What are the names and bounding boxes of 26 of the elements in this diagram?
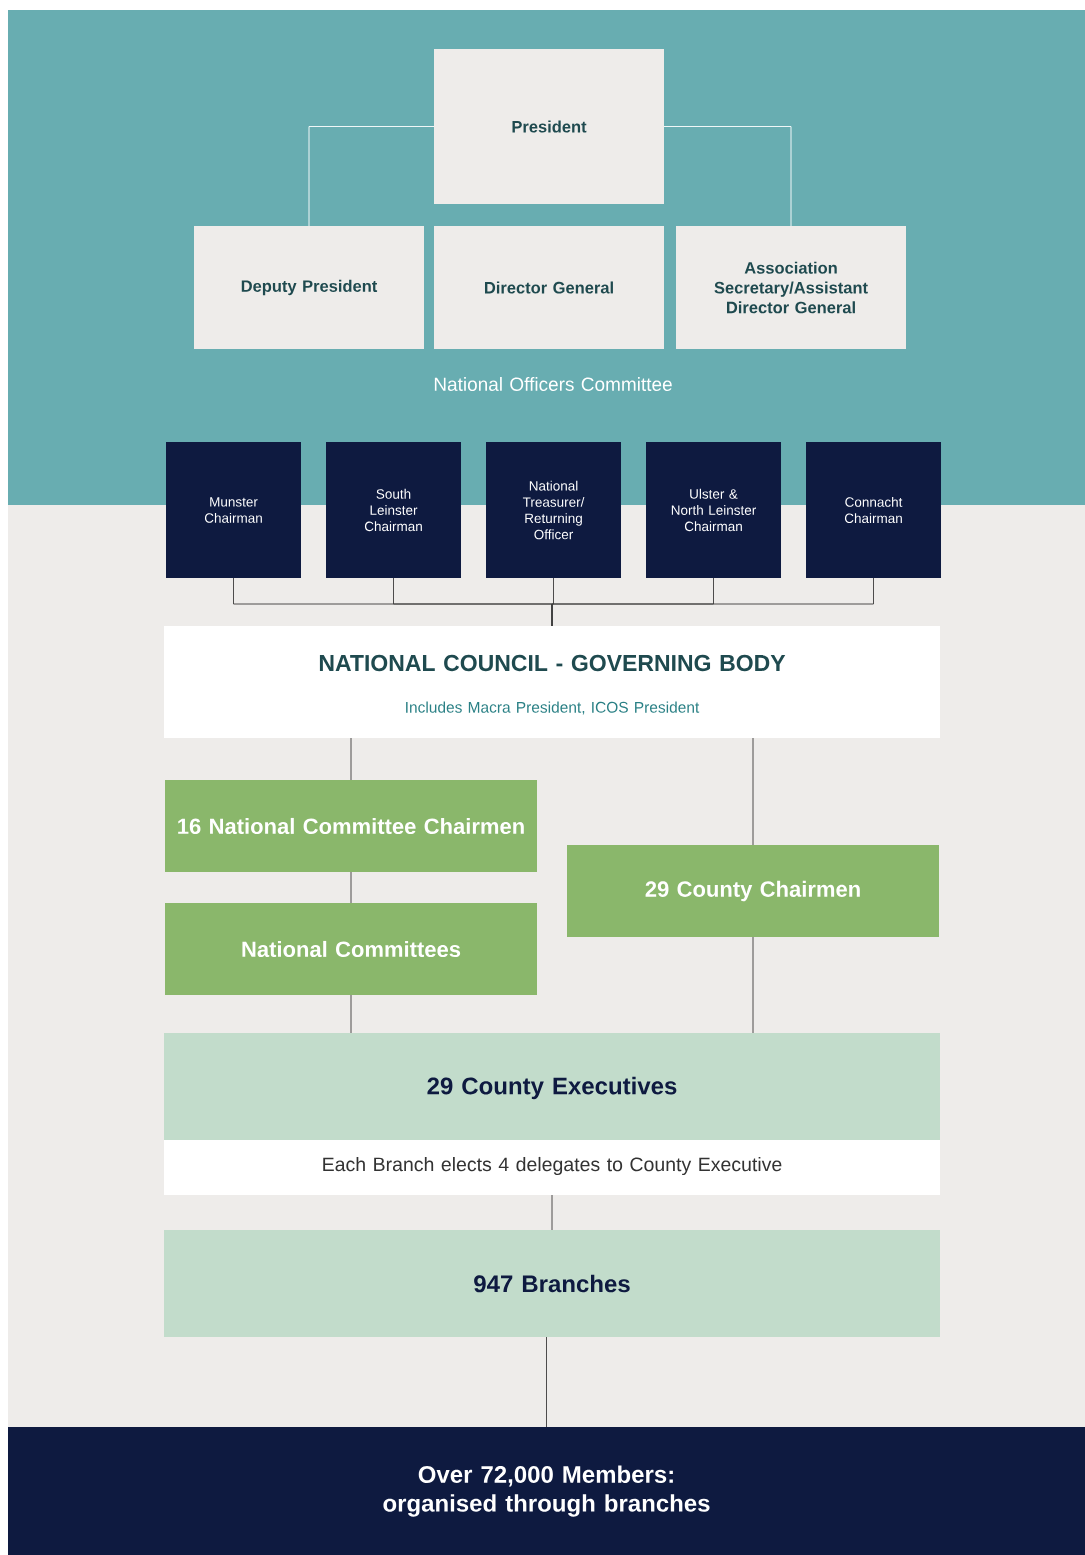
officer-box: President xyxy=(434,49,664,204)
connector-line xyxy=(752,737,754,846)
chairman-box: Munster Chairman xyxy=(166,442,301,578)
connector-line xyxy=(663,126,792,227)
officer-box: Director General xyxy=(434,226,664,349)
chairman-box: South Leinster Chairman xyxy=(326,442,461,578)
members-band: Over 72,000 Members: organised through branches xyxy=(8,1427,1085,1555)
executive-box: 29 County Executives Each Branch elects 4 delegates to County Executive xyxy=(164,1033,940,1195)
committee-box: National Committees xyxy=(165,903,537,995)
connector-line xyxy=(551,1194,553,1231)
connector-line xyxy=(350,871,352,904)
officer-box: Deputy President xyxy=(194,226,424,349)
chairman-box: National Treasurer/ Returning Officer xyxy=(486,442,621,578)
committee-box: 16 National Committee Chairmen xyxy=(165,780,537,872)
committee-box: 29 County Chairmen xyxy=(567,845,939,937)
connector-line xyxy=(546,1336,547,1428)
connector-line xyxy=(350,737,352,781)
chairman-box: Ulster & North Leinster Chairman xyxy=(646,442,781,578)
connector-line xyxy=(551,577,874,627)
connector-line xyxy=(308,126,435,227)
connector-line xyxy=(752,936,754,1034)
chairman-box: Connacht Chairman xyxy=(806,442,941,578)
connector-line xyxy=(350,994,352,1034)
branches-box: 947 Branches xyxy=(164,1230,940,1337)
officer-box: Association Secretary/Assistant Director General xyxy=(676,226,906,349)
council-box: NATIONAL COUNCIL - GOVERNING BODY Includes Macra President, ICOS President xyxy=(164,626,940,738)
